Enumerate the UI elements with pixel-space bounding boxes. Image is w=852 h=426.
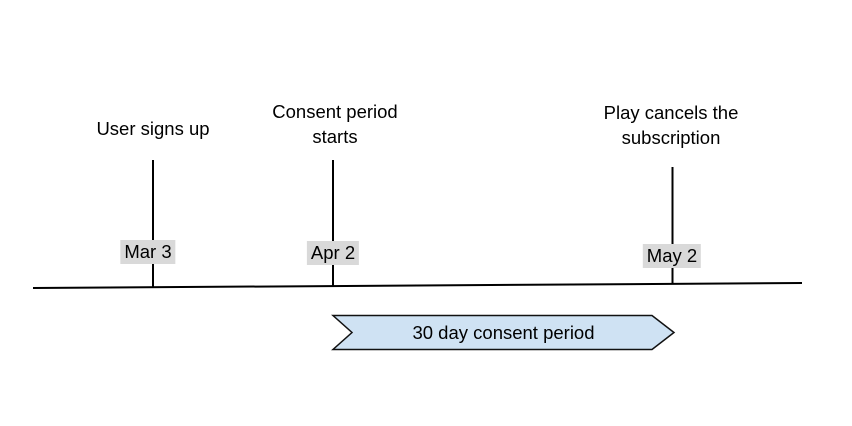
consent-period-arrow-label: 30 day consent period [412,322,595,343]
event-title-consent-period-starts: Consent period starts [272,101,398,147]
event-title-user-signs-up: User signs up [96,118,210,139]
date-chip-mar3: Mar 3 [120,240,176,264]
date-chip-may2: May 2 [642,244,702,268]
consent-period-arrow-shape [331,314,676,351]
event-title-play-cancels-subscription: Play cancels the subscription [603,102,739,148]
timeline-axis-line [32,282,803,289]
date-chip-apr2: Apr 2 [306,241,360,265]
